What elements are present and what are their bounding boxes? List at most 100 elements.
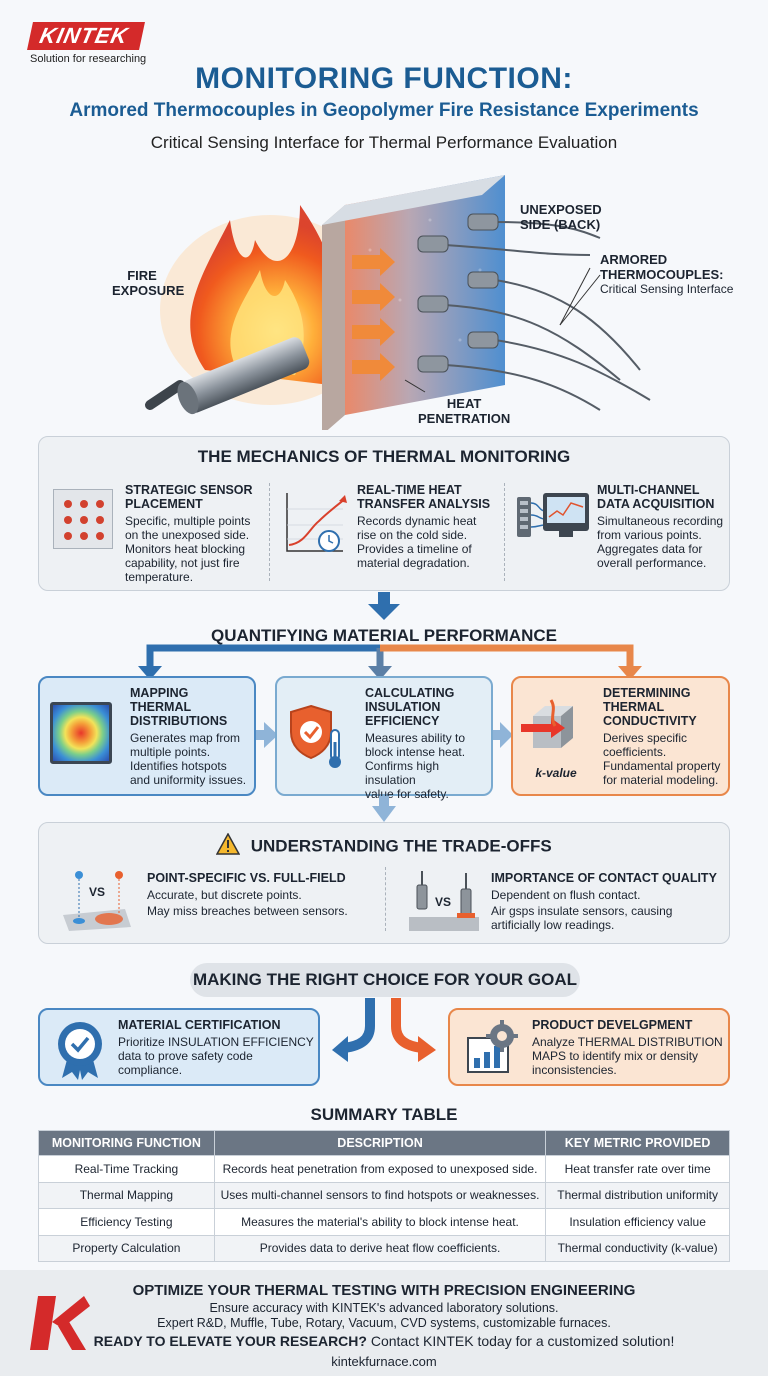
- table-cell: Records heat penetration from exposed to…: [213, 1155, 547, 1183]
- shield-check-icon: [287, 702, 349, 772]
- item-title-line: REAL-TIME HEAT: [357, 483, 462, 497]
- table-cell: Uses multi-channel sensors to find hotsp…: [213, 1181, 547, 1209]
- tradeoff-right-text-line: Air gsps insulate sensors, causing: [491, 904, 673, 918]
- card-insulation-efficiency: CALCULATING INSULATION EFFICIENCY Measur…: [275, 676, 493, 801]
- card-text-line: Measures ability to: [365, 731, 466, 745]
- quantifying-title: QUANTIFYING MATERIAL PERFORMANCE: [211, 626, 557, 645]
- card-title-line: EFFICIENCY: [365, 714, 440, 728]
- column-header: MONITORING FUNCTION: [38, 1130, 215, 1156]
- certification-body: Prioritize INSULATION EFFICIENCY data to…: [118, 1035, 316, 1077]
- footer-url-link[interactable]: kintekfurnace.com: [331, 1354, 437, 1369]
- right-arrow-icon: [256, 722, 278, 748]
- card-body: Generates map from multiple points. Iden…: [130, 731, 254, 787]
- card-text-line: Generates map from: [130, 731, 241, 745]
- item-title-line: STRATEGIC SENSOR: [125, 483, 253, 497]
- column-divider: [269, 483, 270, 581]
- card-text-line: Fundamental property: [603, 759, 721, 773]
- card-title-line: DETERMINING: [603, 686, 691, 700]
- card-title-line: THERMAL: [130, 700, 192, 714]
- thermocouple-panel-illustration: [145, 175, 651, 435]
- heatmap-icon: [50, 702, 112, 764]
- card-text-line: Confirms high insulation: [365, 759, 440, 787]
- item-text-line: capability, not just fire: [125, 556, 240, 570]
- card-text: DETERMINING THERMAL CONDUCTIVITY Derives…: [603, 686, 729, 787]
- logo-tagline: Solution for researching: [30, 53, 147, 65]
- cube-heat-flow-icon: [521, 696, 591, 762]
- item-text-line: overall performance.: [597, 556, 707, 570]
- card-title-line: CONDUCTIVITY: [603, 714, 697, 728]
- sensor-grid-icon: [53, 489, 113, 549]
- mechanics-item-heat-transfer: REAL-TIME HEAT TRANSFER ANALYSIS Records…: [357, 483, 502, 570]
- down-arrow-icon: [372, 796, 396, 822]
- card-text: CALCULATING INSULATION EFFICIENCY Measur…: [365, 686, 491, 801]
- development-text-line: inconsistencies.: [532, 1063, 617, 1077]
- contact-quality-icon: VS: [403, 867, 483, 933]
- card-text-line: for material modeling.: [603, 773, 719, 787]
- heat-label-line-2: PENETRATION: [418, 411, 511, 426]
- choice-title: MAKING THE RIGHT CHOICE FOR YOUR GOAL: [190, 963, 580, 997]
- card-title-line: INSULATION: [365, 700, 441, 714]
- card-text-line: multiple points.: [130, 745, 211, 759]
- k-value-label: k-value: [535, 766, 577, 780]
- right-arrow-icon: [493, 722, 513, 748]
- certification-title: MATERIAL CERTIFICATION: [118, 1018, 281, 1032]
- unexposed-side-label: UNEXPOSED SIDE (BACK): [520, 202, 602, 232]
- column-header: KEY METRIC PROVIDED: [545, 1130, 730, 1156]
- page-subtitle: Armored Thermocouples in Geopolymer Fire…: [69, 100, 699, 121]
- kintek-logo: KINTEK Solution for researching: [27, 22, 147, 65]
- item-text-line: Specific, multiple points: [125, 514, 251, 528]
- table-cell: Heat transfer rate over time: [545, 1155, 730, 1183]
- tradeoffs-title: UNDERSTANDING THE TRADE-OFFS: [250, 836, 552, 856]
- heat-label-line-1: HEAT: [446, 396, 482, 411]
- mechanics-item-sensor-placement: STRATEGIC SENSOR PLACEMENT Specific, mul…: [125, 483, 265, 584]
- tradeoff-right-text-line: Dependent on flush contact.: [491, 888, 641, 902]
- card-title-line: DISTRIBUTIONS: [130, 714, 228, 728]
- tradeoff-left-text: POINT-SPECIFIC VS. FULL-FIELD Accurate, …: [147, 871, 387, 918]
- warning-icon: [216, 832, 241, 860]
- card-product-development: PRODUCT DEVELGPMENT Analyze THERMAL DIST…: [448, 1008, 730, 1086]
- tradeoff-right-text: IMPORTANCE OF CONTACT QUALITY Dependent …: [491, 871, 727, 932]
- armored-label-line-3: Critical Sensing Interface: [600, 282, 734, 296]
- development-body: Analyze THERMAL DISTRIBUTION MAPS to ide…: [532, 1035, 728, 1077]
- table-cell: Property Calculation: [38, 1234, 215, 1262]
- heat-penetration-label: HEAT PENETRATION: [418, 396, 510, 426]
- item-text-line: material degradation.: [357, 556, 470, 570]
- unexposed-label-line-1: UNEXPOSED: [520, 202, 602, 217]
- table-cell: Thermal Mapping: [38, 1181, 215, 1209]
- table-row: Real-Time Tracking Records heat penetrat…: [38, 1155, 730, 1183]
- fire-exposure-label: FIRE EXPOSURE: [112, 268, 184, 298]
- item-text-line: Aggregates data for: [597, 542, 703, 556]
- item-title-line: MULTI-CHANNEL: [597, 483, 700, 497]
- item-text-line: Provides a timeline of: [357, 542, 472, 556]
- heat-rise-chart-icon: [281, 489, 351, 559]
- tradeoff-right-title: IMPORTANCE OF CONTACT QUALITY: [491, 871, 717, 885]
- item-text-line: on the unexposed side.: [125, 528, 250, 542]
- table-cell: Efficiency Testing: [38, 1208, 215, 1236]
- table-cell: Real-Time Tracking: [38, 1155, 215, 1183]
- tradeoffs-header: UNDERSTANDING THE TRADE-OFFS: [39, 832, 729, 860]
- armored-label-line-1: ARMORED: [600, 252, 668, 267]
- armored-label-line-2: THERMOCOUPLES:: [600, 267, 724, 282]
- gear-chart-icon: [462, 1020, 522, 1078]
- mechanics-title: THE MECHANICS OF THERMAL MONITORING: [197, 447, 571, 466]
- vs-label: VS: [435, 895, 452, 909]
- card-material-certification: MATERIAL CERTIFICATION Prioritize INSULA…: [38, 1008, 320, 1086]
- column-divider: [504, 483, 505, 581]
- table-cell: Thermal distribution uniformity: [545, 1181, 730, 1209]
- certification-text-line: Prioritize INSULATION EFFICIENCY: [118, 1035, 314, 1049]
- certification-text-line: data to prove safety code: [118, 1049, 253, 1063]
- card-title-line: CALCULATING: [365, 686, 455, 700]
- mechanics-item-data-acquisition: MULTI-CHANNEL DATA ACQUISITION Simultane…: [597, 483, 727, 570]
- table-row: Property Calculation Provides data to de…: [38, 1234, 730, 1262]
- certification-badge-icon: [52, 1018, 108, 1080]
- tradeoff-left-text-line: May miss breaches between sensors.: [147, 904, 348, 918]
- development-text-line: MAPS to identify mix or density: [532, 1049, 699, 1063]
- card-text-line: coefficients.: [603, 745, 667, 759]
- card-thermal-mapping: MAPPING THERMAL DISTRIBUTIONS Generates …: [38, 676, 256, 796]
- table-header-row: MONITORING FUNCTION DESCRIPTION KEY METR…: [38, 1130, 730, 1156]
- footer-line-2: Expert R&D, Muffle, Tube, Rotary, Vacuum…: [157, 1316, 611, 1330]
- branch-arrows-icon: [138, 644, 642, 680]
- hero-illustration: FIRE EXPOSURE UNEXPOSED SIDE (BACK) ARMO…: [0, 160, 768, 435]
- column-header: DESCRIPTION: [213, 1130, 547, 1156]
- point-vs-field-icon: VS: [55, 867, 135, 931]
